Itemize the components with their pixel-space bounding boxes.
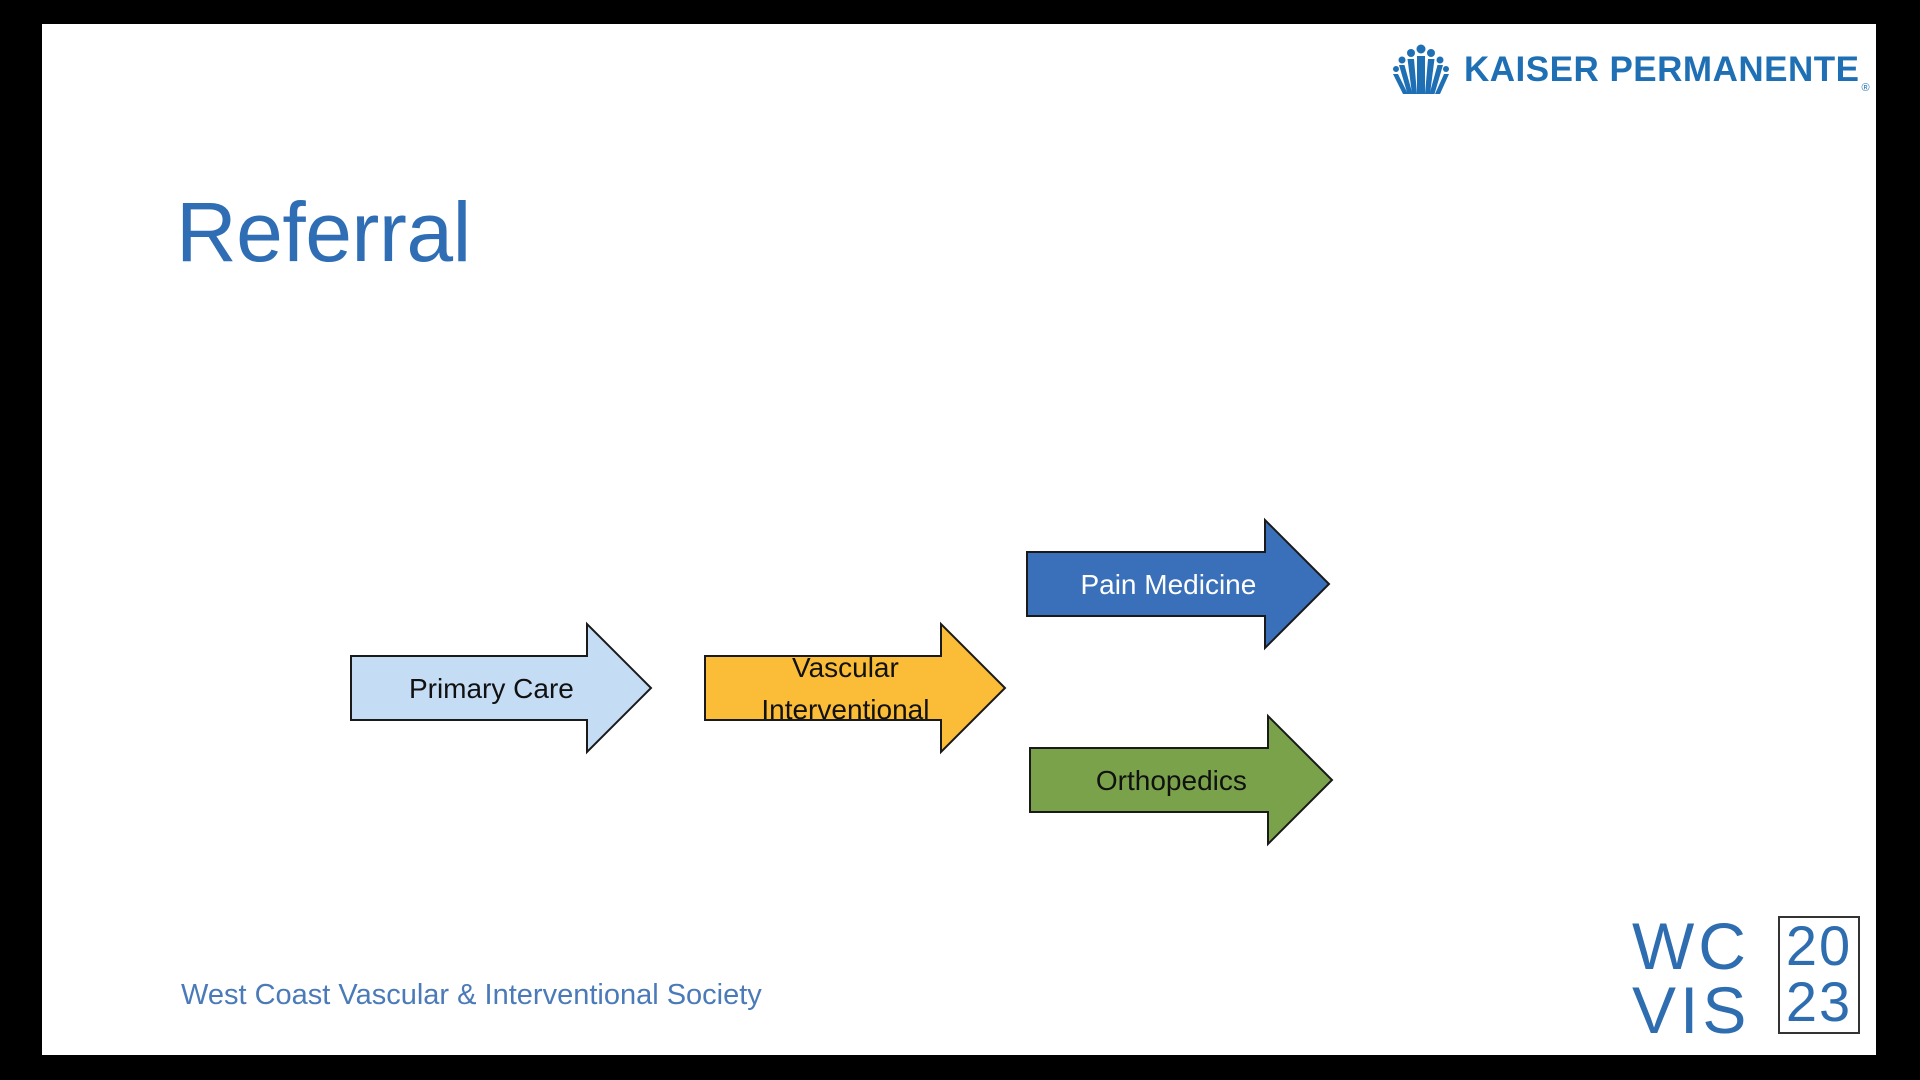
arrow-label-vascular-interventional: Vascular: [792, 652, 899, 683]
kaiser-permanente-logo: KAISER PERMANENTE ®: [1392, 30, 1870, 110]
registered-mark: ®: [1861, 82, 1870, 94]
footer-society-name: West Coast Vascular & Interventional Soc…: [181, 979, 762, 1011]
arrow-label-pain-medicine: Pain Medicine: [1080, 569, 1256, 600]
wcvis-year-box: 20 23: [1778, 916, 1860, 1034]
arrow-label-orthopedics: Orthopedics: [1096, 765, 1247, 796]
wcvis-year-top: 20: [1785, 914, 1853, 977]
kaiser-people-icon: [1393, 44, 1449, 94]
slide-title: Referral: [176, 185, 471, 279]
wcvis-conference-logo: WC VIS 20 23: [1632, 909, 1872, 1047]
arrow-label-primary-care: Primary Care: [409, 673, 574, 704]
arrow-shape-orthopedics: [1029, 713, 1334, 847]
arrow-shape-pain-medicine: [1026, 517, 1331, 651]
wcvis-letters: WC VIS: [1632, 909, 1751, 1047]
brand-name: KAISER PERMANENTE: [1464, 50, 1860, 89]
wcvis-line2: VIS: [1632, 973, 1751, 1047]
arrow-shape-vascular-interventional: [704, 621, 1007, 755]
slide: KAISER PERMANENTE ® Referral Primary Car…: [42, 24, 1876, 1055]
arrow-primary-care: Primary Care: [350, 621, 653, 755]
wcvis-year-bottom: 23: [1785, 970, 1853, 1033]
arrow-label-vascular-interventional: Interventional: [761, 694, 929, 725]
wcvis-line1: WC: [1632, 909, 1750, 983]
arrow-pain-medicine: Pain Medicine: [1026, 517, 1331, 651]
arrow-orthopedics: Orthopedics: [1029, 713, 1334, 847]
arrow-shape-primary-care: [350, 621, 653, 755]
